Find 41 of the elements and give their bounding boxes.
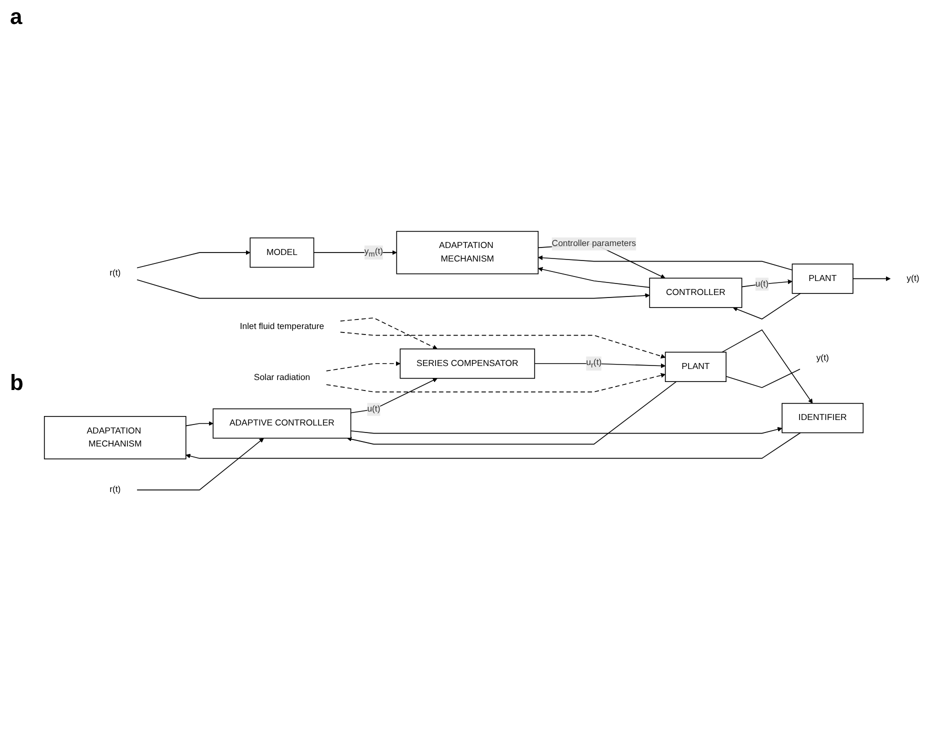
node-text: r(t) bbox=[110, 485, 121, 494]
edge-label: Controller parameters bbox=[552, 238, 636, 248]
arrow bbox=[538, 255, 793, 270]
arrow bbox=[136, 250, 250, 268]
node-text: Inlet fluid temperature bbox=[240, 322, 324, 331]
edge-label: y$_{m}$(t) bbox=[364, 247, 384, 258]
node-box: CONTROLLER bbox=[649, 278, 742, 308]
node-box: SERIES COMPENSATOR bbox=[400, 348, 536, 379]
arrow bbox=[534, 363, 666, 368]
node-box: ADAPTIVE CONTROLLER bbox=[212, 408, 352, 439]
node-box: PLANT bbox=[792, 264, 854, 294]
edge-label: u(t) bbox=[367, 404, 380, 414]
arrow bbox=[538, 267, 650, 288]
node-box: MODEL bbox=[250, 238, 314, 268]
arrow bbox=[186, 432, 801, 459]
node-text: r(t) bbox=[110, 268, 121, 278]
arrow bbox=[732, 293, 801, 320]
node-text: Solar radiation bbox=[254, 372, 310, 382]
node-box: ADAPTATION MECHANISM bbox=[396, 230, 539, 274]
arrow bbox=[852, 276, 891, 282]
arrow bbox=[340, 318, 438, 350]
arrow bbox=[340, 332, 666, 358]
arrow bbox=[186, 421, 214, 426]
arrow bbox=[136, 438, 264, 490]
arrow bbox=[722, 329, 813, 404]
panel-label: b bbox=[10, 370, 24, 396]
edge-label: u(t) bbox=[755, 279, 768, 289]
arrow bbox=[326, 373, 666, 392]
arrow bbox=[346, 381, 677, 445]
node-text: y(t) bbox=[906, 274, 920, 284]
node-box: IDENTIFIER bbox=[782, 402, 864, 434]
panel-label: a bbox=[10, 4, 22, 30]
edge-label: u$_{r}$(t) bbox=[586, 358, 602, 370]
arrow bbox=[136, 279, 650, 299]
arrow bbox=[350, 427, 782, 434]
node-box: ADAPTATION MECHANISM bbox=[44, 416, 186, 460]
node-text: y(t) bbox=[816, 353, 829, 363]
node-box: PLANT bbox=[664, 352, 726, 382]
arrow bbox=[326, 361, 400, 372]
connector bbox=[726, 368, 800, 388]
arrow bbox=[350, 378, 438, 414]
